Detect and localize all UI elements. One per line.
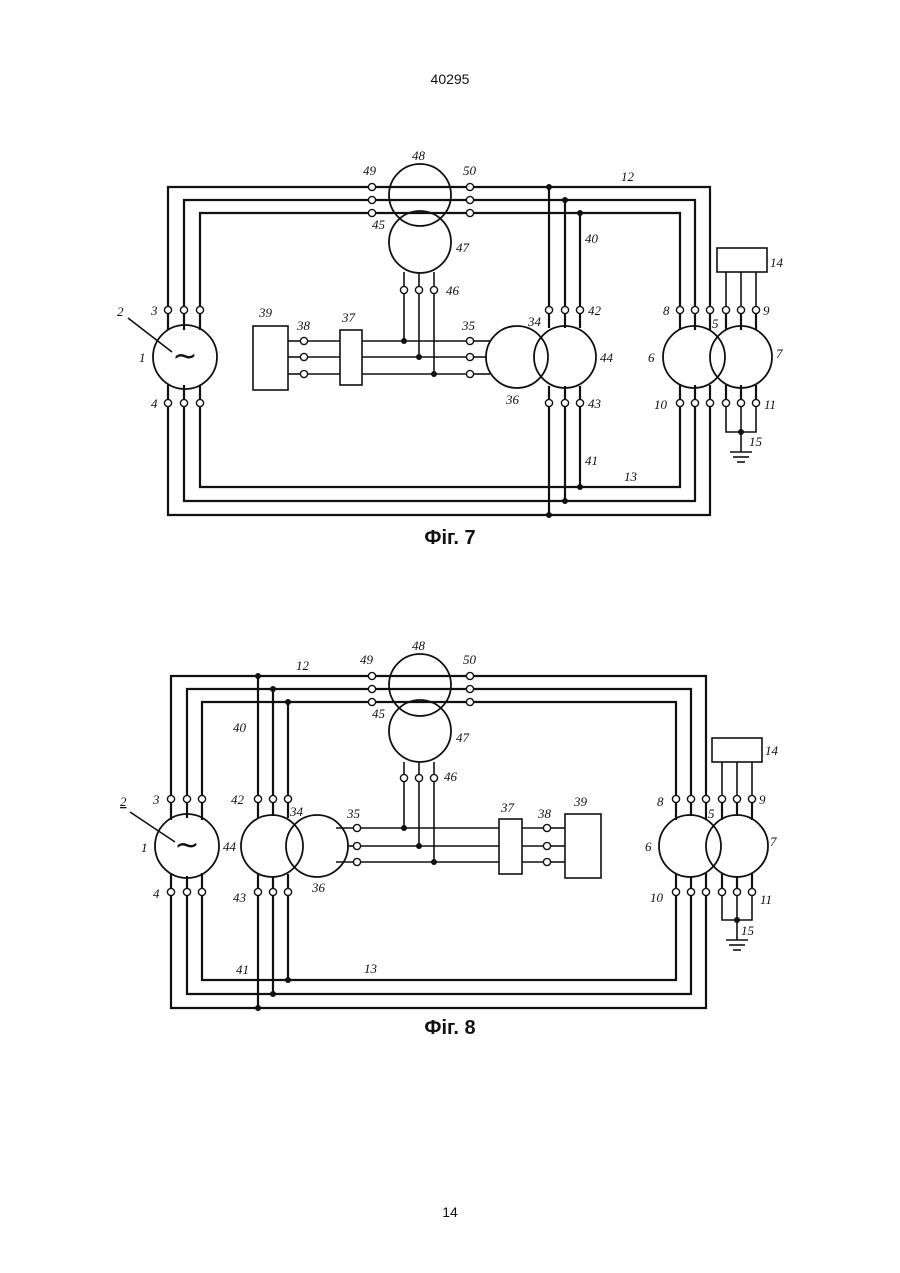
label-13: 13 <box>364 961 378 976</box>
label-5: 5 <box>708 806 715 821</box>
label-36: 36 <box>311 880 326 895</box>
label-47: 47 <box>456 730 470 745</box>
label-15: 15 <box>741 923 755 938</box>
label-2: 2 <box>120 794 127 809</box>
transformer-47 <box>389 700 451 762</box>
label-3: 3 <box>152 792 160 807</box>
transformer-6 <box>659 815 721 877</box>
block-39 <box>565 814 601 878</box>
label-35: 35 <box>346 806 361 821</box>
label-10: 10 <box>650 890 664 905</box>
label-45: 45 <box>372 706 386 721</box>
label-12: 12 <box>296 658 310 673</box>
label-46: 46 <box>444 769 458 784</box>
block-37 <box>499 819 522 874</box>
label-6: 6 <box>645 839 652 854</box>
label-14: 14 <box>765 743 779 758</box>
label-43: 43 <box>233 890 247 905</box>
figure-8-caption: Фіг. 8 <box>0 1017 900 1040</box>
label-7: 7 <box>770 834 777 849</box>
page-number: 14 <box>0 1204 900 1220</box>
label-11: 11 <box>760 892 772 907</box>
generator-symbol: ~ <box>174 828 199 863</box>
transformer-36 <box>286 815 348 877</box>
label-8: 8 <box>657 794 664 809</box>
label-39: 39 <box>573 794 588 809</box>
label-38: 38 <box>537 806 552 821</box>
label-50: 50 <box>463 652 477 667</box>
label-9: 9 <box>759 792 766 807</box>
label-4: 4 <box>153 886 160 901</box>
label-34: 34 <box>289 804 304 819</box>
block-14 <box>712 738 762 762</box>
label-42: 42 <box>231 792 245 807</box>
transformer-7 <box>706 815 768 877</box>
transformer-48 <box>389 654 451 716</box>
label-49: 49 <box>360 652 374 667</box>
label-44: 44 <box>223 839 237 854</box>
label-1: 1 <box>141 840 148 855</box>
label-37: 37 <box>500 800 515 815</box>
label-48: 48 <box>412 638 426 653</box>
label-40: 40 <box>233 720 247 735</box>
label-41: 41 <box>236 962 249 977</box>
